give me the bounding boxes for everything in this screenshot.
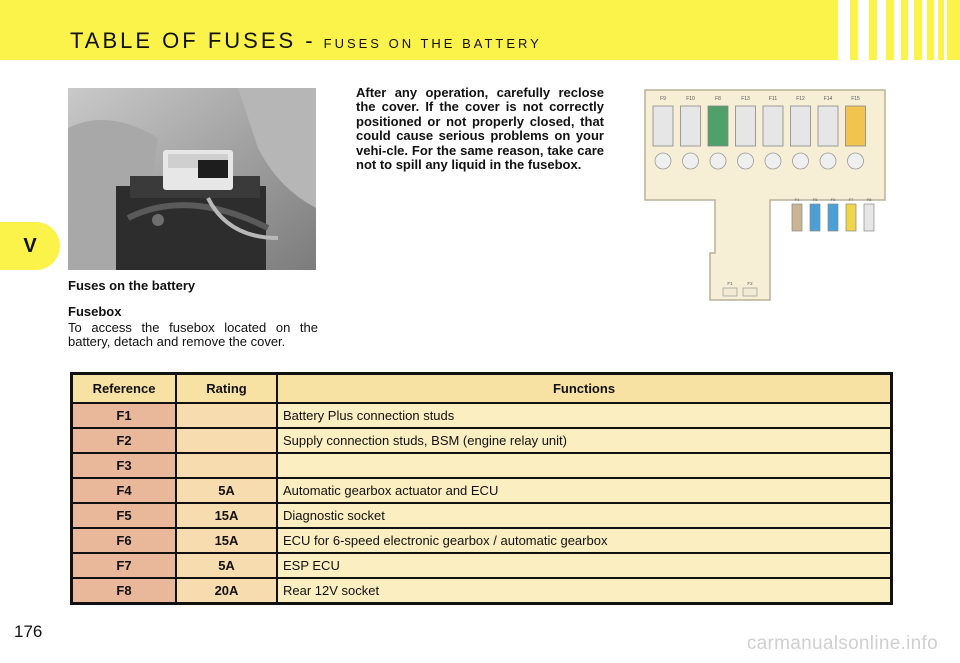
stripe: [858, 0, 869, 60]
fuses-table: Reference Rating Functions F1 Battery Plu…: [70, 372, 893, 605]
page-title: TABLE OF FUSES - FUSES ON THE BATTERY: [70, 28, 542, 54]
diagram-label: F7: [849, 197, 854, 202]
cell-function: Diagnostic socket: [276, 502, 893, 529]
stripe: [838, 0, 850, 60]
decorative-stripes: [830, 0, 960, 60]
table-row: F1 Battery Plus connection studs: [70, 402, 893, 429]
fuse-slot: [845, 203, 857, 232]
table-row: F3: [70, 452, 893, 479]
fuse-slot: [742, 287, 758, 297]
fuse-slot: [722, 287, 738, 297]
diagram-label: F15: [851, 96, 860, 102]
cell-ref: F6: [70, 527, 177, 554]
cell-function: [276, 452, 893, 479]
stud-circle: [764, 152, 782, 170]
cell-rating: [175, 427, 278, 454]
section-title: Fuses on the battery: [68, 278, 196, 293]
header-reference: Reference: [70, 372, 177, 404]
stripe: [944, 0, 947, 60]
watermark-text: carmanualsonline.info: [746, 633, 938, 654]
fuse-slot: [652, 105, 674, 147]
fuse-slot: [809, 203, 821, 232]
cell-ref: F1: [70, 402, 177, 429]
diagram-label: F10: [686, 96, 695, 102]
cell-ref: F8: [70, 577, 177, 605]
stud-circle: [709, 152, 727, 170]
stud-circle: [819, 152, 837, 170]
fuse-slot: [707, 105, 729, 147]
cell-rating: 5A: [175, 477, 278, 504]
cell-ref: F4: [70, 477, 177, 504]
stripe: [922, 0, 927, 60]
stud-circle: [654, 152, 672, 170]
diagram-label: F12: [796, 96, 805, 102]
stripe: [934, 0, 938, 60]
diagram-label: F8: [715, 96, 721, 102]
cell-rating: 5A: [175, 552, 278, 579]
cell-rating: 15A: [175, 502, 278, 529]
fuse-slot: [845, 105, 866, 147]
stripe: [908, 0, 914, 60]
stud-circle: [682, 152, 699, 170]
table-header-row: Reference Rating Functions: [70, 372, 893, 404]
fusebox-description: To access the fusebox located on the bat…: [68, 320, 318, 349]
fuse-slot: [790, 105, 811, 147]
cell-function: ECU for 6-speed electronic gearbox / aut…: [276, 527, 893, 554]
diagram-label: F11: [769, 96, 777, 102]
fuse-slot: [762, 105, 784, 147]
diagram-label: F6: [831, 197, 836, 202]
fuse-slot: [791, 203, 803, 232]
warning-text: After any operation, carefully reclose t…: [356, 85, 604, 173]
diagram-label: F5: [813, 197, 818, 202]
title-main: TABLE OF FUSES -: [70, 28, 316, 53]
stripe: [894, 0, 901, 60]
title-subtitle: FUSES ON THE BATTERY: [323, 36, 542, 51]
diagram-label: F8: [867, 197, 872, 202]
stud-circle: [847, 152, 864, 170]
battery-photo: [68, 88, 316, 270]
chapter-tab[interactable]: V: [0, 222, 60, 270]
header-band: TABLE OF FUSES - FUSES ON THE BATTERY: [0, 0, 960, 60]
diagram-label: F9: [660, 96, 666, 102]
cell-function: Battery Plus connection studs: [276, 402, 893, 429]
fuse-slot: [863, 203, 875, 232]
diagram-label: F4: [795, 197, 800, 202]
diagram-label: F1: [727, 281, 733, 286]
fuse-slot: [735, 105, 756, 147]
cell-ref: F2: [70, 427, 177, 454]
cell-ref: F7: [70, 552, 177, 579]
stud-circle: [737, 152, 754, 170]
fuse-slot: [680, 105, 701, 147]
cell-function: Automatic gearbox actuator and ECU: [276, 477, 893, 504]
diagram-label: F2: [747, 281, 753, 286]
cell-function: Supply connection studs, BSM (engine rel…: [276, 427, 893, 454]
cell-ref: F5: [70, 502, 177, 529]
cell-rating: [175, 402, 278, 429]
fusebox-title: Fusebox: [68, 304, 122, 319]
fuse-slot: [817, 105, 839, 147]
chapter-label: V: [23, 234, 37, 257]
diagram-label: F14: [824, 96, 833, 102]
cell-ref: F3: [70, 452, 177, 479]
diagram-label: F13: [741, 96, 750, 102]
fuse-slot: [827, 203, 839, 232]
page-number: 176: [14, 622, 43, 641]
cell-rating: 20A: [175, 577, 278, 605]
stripe: [877, 0, 886, 60]
header-functions: Functions: [276, 372, 893, 404]
cell-rating: [175, 452, 278, 479]
header-rating: Rating: [175, 372, 278, 404]
table-row: F2 Supply connection studs, BSM (engine r…: [70, 427, 893, 454]
stud-circle: [792, 152, 809, 170]
cell-function: Rear 12V socket: [276, 577, 893, 605]
cell-rating: 15A: [175, 527, 278, 554]
cell-function: ESP ECU: [276, 552, 893, 579]
